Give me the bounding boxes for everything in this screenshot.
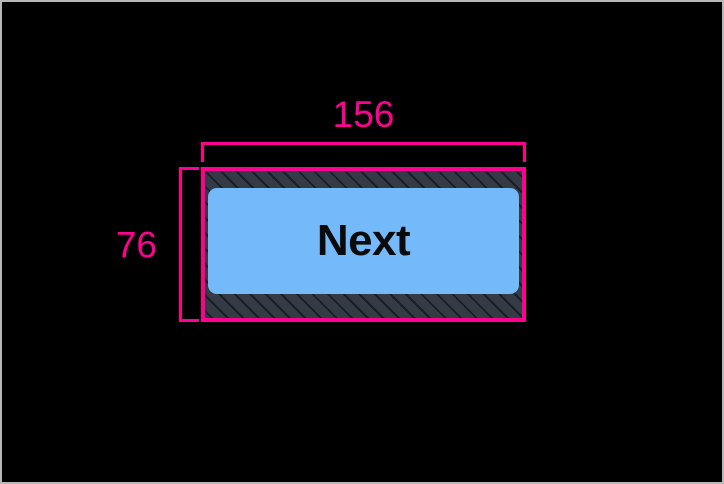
- next-button-label: Next: [316, 216, 411, 265]
- width-measurement: 156: [201, 96, 526, 170]
- width-bracket-icon: [201, 142, 526, 162]
- width-value-label: 156: [332, 94, 395, 135]
- height-bracket-icon: [179, 167, 199, 322]
- inspected-element[interactable]: Next: [201, 167, 526, 322]
- height-measurement: 76: [116, 167, 199, 322]
- height-value-label: 76: [115, 224, 157, 265]
- next-button[interactable]: Next: [208, 188, 519, 294]
